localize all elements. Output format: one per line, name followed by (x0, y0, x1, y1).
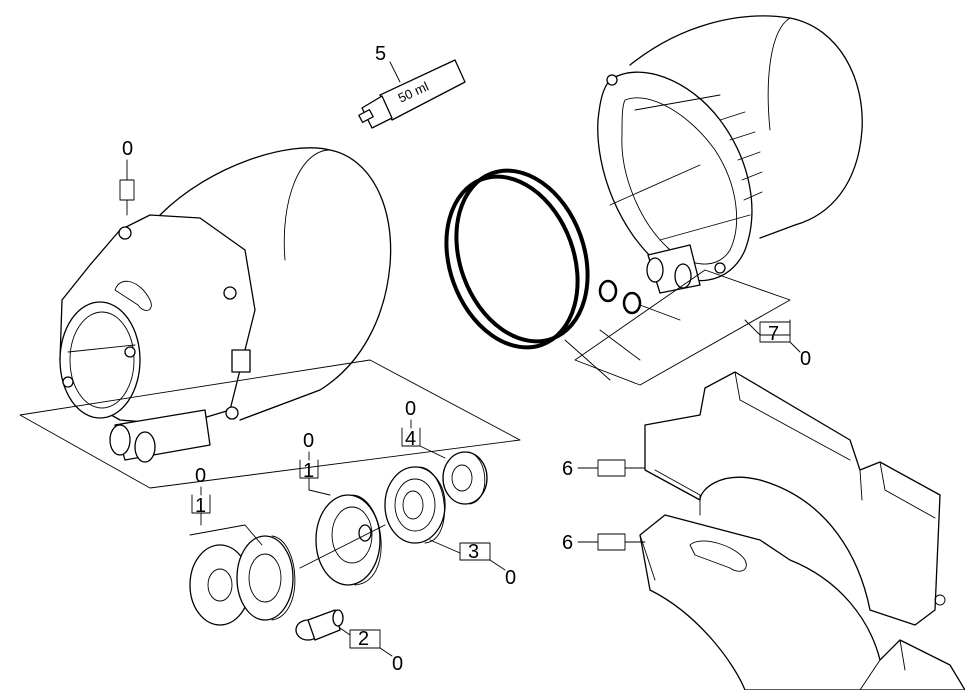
callout-tube-label: 5 (375, 43, 386, 65)
screw-2 (295, 609, 344, 641)
callout-clamp-bottom-label: 6 (562, 532, 573, 554)
callout-kit7-sub: 0 (800, 348, 811, 370)
shaft-axis (299, 524, 386, 569)
callout-kit1a-top: 0 (195, 465, 206, 487)
callout-clamp-top-label: 6 (562, 458, 573, 480)
ball-bearing-3 (384, 466, 446, 544)
callout-kit3-sub: 0 (505, 567, 516, 589)
callout-housing-left-label: 0 (122, 138, 133, 160)
callout-clamp-top: 6 (562, 458, 646, 480)
callout-kit4: 0 4 (401, 398, 446, 459)
bearing-ring-4 (442, 451, 488, 505)
motor-housing-right (564, 15, 863, 386)
motor-housing-left (19, 147, 521, 489)
callout-kit7: 7 0 (744, 319, 811, 370)
clamp-bracket-lower (639, 514, 965, 690)
callout-kit2: 2 0 (339, 627, 403, 675)
callout-tube: 5 (375, 43, 401, 83)
callout-kit1b-top: 0 (303, 430, 314, 452)
callout-kit1b-label: 1 (303, 460, 314, 482)
grease-tube: 50 ml (358, 59, 466, 129)
callout-kit2-label: 2 (358, 628, 369, 650)
callout-kit2-sub: 0 (392, 653, 403, 675)
o-rings-small (598, 279, 681, 321)
bearing-cup-1b (315, 494, 382, 586)
callout-kit4-top: 0 (405, 398, 416, 420)
callout-kit1a: 0 1 (189, 465, 263, 546)
callout-kit3: 3 0 (429, 539, 516, 589)
thrust-bearing-1a (189, 535, 296, 626)
callout-kit3-label: 3 (468, 541, 479, 563)
callout-kit1b: 0 1 (299, 430, 331, 496)
callout-clamp-bottom: 6 (562, 532, 646, 554)
clamp-bracket-upper (644, 371, 946, 626)
callout-kit1a-label: 1 (195, 495, 206, 517)
callout-kit7-label: 7 (768, 323, 779, 345)
callout-housing-left: 0 (119, 138, 135, 216)
o-ring-large (444, 168, 590, 350)
callout-kit4-label: 4 (405, 428, 416, 450)
